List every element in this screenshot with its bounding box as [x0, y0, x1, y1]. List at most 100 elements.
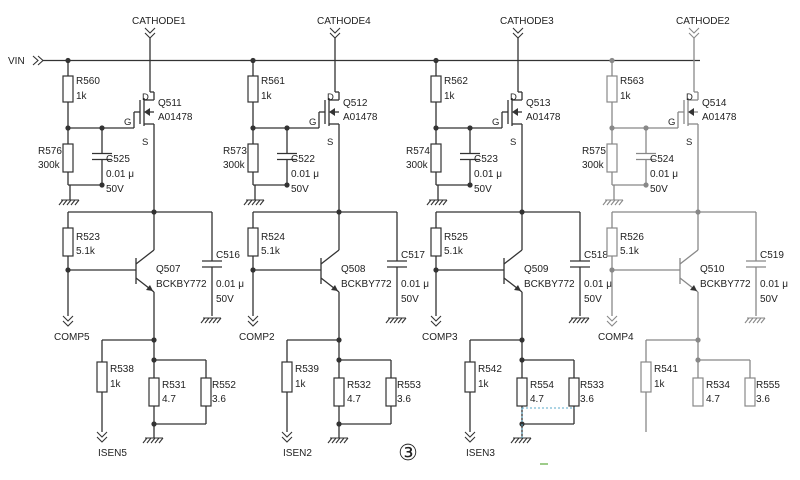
- rem2-value: 3.6: [397, 394, 411, 405]
- rem1-name: R554: [530, 380, 554, 391]
- rbase-value: 5.1k: [620, 246, 640, 257]
- ground-hatch: [255, 199, 261, 206]
- cgate-name: C525: [106, 154, 130, 165]
- ground-hatch: [216, 317, 222, 324]
- bjt-part: BCKBY772: [156, 279, 207, 290]
- mosfet-d-label: D: [142, 92, 149, 103]
- rsense-name: R538: [110, 364, 134, 375]
- bjt-collector-lead: [135, 249, 155, 265]
- rtop-resistor: [430, 75, 442, 103]
- bjt-transistor: [503, 212, 523, 340]
- rbase-resistor: [62, 227, 74, 257]
- ground-icon: [426, 199, 448, 206]
- rtop-resistor: [247, 75, 259, 103]
- isen-arrow-icon: [281, 431, 293, 443]
- rem2-name: R553: [397, 380, 421, 391]
- ground-hatch: [756, 317, 762, 324]
- rem1-resistor: [516, 377, 528, 407]
- isen-arrow-icon: [464, 431, 476, 443]
- ground-hatch: [212, 317, 218, 324]
- rtop-name: R563: [620, 76, 644, 87]
- ground-hatch: [385, 317, 391, 324]
- mosfet-arrow-icon: [688, 108, 694, 116]
- rem1-value: 4.7: [162, 394, 176, 405]
- mosfet-g-label: G: [668, 117, 675, 128]
- vin-label: VIN: [8, 56, 25, 67]
- rem2-name: R552: [212, 380, 236, 391]
- rtop-value: 1k: [76, 91, 88, 102]
- ground-icon: [327, 437, 349, 444]
- mosfet-arrow-icon: [512, 108, 518, 116]
- cathode-label: CATHODE4: [317, 16, 371, 27]
- isen-label: ISEN5: [98, 448, 127, 459]
- ccol-voltage: 50V: [216, 294, 234, 305]
- ground-hatch: [744, 317, 750, 324]
- isen-arrow-icon: [96, 431, 108, 443]
- cgate-value: 0.01 μ: [650, 169, 678, 180]
- ground-hatch: [343, 437, 349, 444]
- bjt-transistor: [679, 212, 699, 340]
- rem1-resistor: [692, 377, 704, 407]
- rbase-resistor: [247, 227, 259, 257]
- scan-artifacts: [521, 407, 575, 465]
- rem2-resistor: [385, 377, 397, 407]
- rsense-value: 1k: [478, 379, 490, 390]
- mosfet-part: A01478: [526, 112, 561, 123]
- ground-hatch: [200, 317, 206, 324]
- mosfet-name: Q514: [702, 98, 727, 109]
- mosfet-transistor: [324, 92, 340, 212]
- rsense-resistor: [464, 361, 476, 393]
- rsense-resistor: [96, 361, 108, 393]
- ground-hatch: [610, 199, 616, 206]
- rem2-value: 3.6: [580, 394, 594, 405]
- ground-icon: [744, 317, 766, 324]
- rgate-name: R574: [406, 146, 430, 157]
- ground-hatch: [70, 199, 76, 206]
- cgate-voltage: 50V: [650, 184, 668, 195]
- rgate-value: 300k: [582, 160, 605, 171]
- bjt-collector-lead: [320, 249, 340, 265]
- ccol-voltage: 50V: [401, 294, 419, 305]
- junction-dot: [99, 182, 105, 188]
- ccol-voltage: 50V: [584, 294, 602, 305]
- ground-hatch: [339, 437, 345, 444]
- bjt-name: Q508: [341, 264, 366, 275]
- ground-hatch: [426, 199, 432, 206]
- vin-input: VIN: [8, 55, 44, 67]
- mosfet-name: Q512: [343, 98, 368, 109]
- ccol-name: C518: [584, 250, 608, 261]
- mosfet-g-label: G: [492, 117, 499, 128]
- ground-hatch: [208, 317, 214, 324]
- vin-arrow-icon: [32, 55, 44, 66]
- ground-hatch: [602, 199, 608, 206]
- bjt-collector-lead: [503, 249, 523, 265]
- ground-hatch: [397, 317, 403, 324]
- rem2-name: R555: [756, 380, 780, 391]
- mosfet-s-label: S: [142, 137, 148, 148]
- ccol-voltage: 50V: [760, 294, 778, 305]
- rem1-value: 4.7: [347, 394, 361, 405]
- ground-hatch: [518, 437, 524, 444]
- ground-hatch: [618, 199, 624, 206]
- rbase-value: 5.1k: [444, 246, 464, 257]
- mosfet-s-label: S: [327, 137, 333, 148]
- cathode-label: CATHODE3: [500, 16, 554, 27]
- ground-hatch: [434, 199, 440, 206]
- cathode-arrow-icon: [329, 27, 341, 39]
- rem1-name: R534: [706, 380, 730, 391]
- ground-icon: [243, 199, 265, 206]
- rtop-value: 1k: [261, 91, 273, 102]
- ground-hatch: [526, 437, 532, 444]
- bjt-transistor: [135, 212, 155, 340]
- comp-label: COMP3: [422, 332, 458, 343]
- ground-hatch: [752, 317, 758, 324]
- ground-hatch: [572, 317, 578, 324]
- bjt-part: BCKBY772: [341, 279, 392, 290]
- rem2-resistor: [744, 377, 756, 407]
- comp-label: COMP5: [54, 332, 90, 343]
- ground-hatch: [576, 317, 582, 324]
- comp-arrow-icon: [606, 315, 618, 327]
- ground-hatch: [748, 317, 754, 324]
